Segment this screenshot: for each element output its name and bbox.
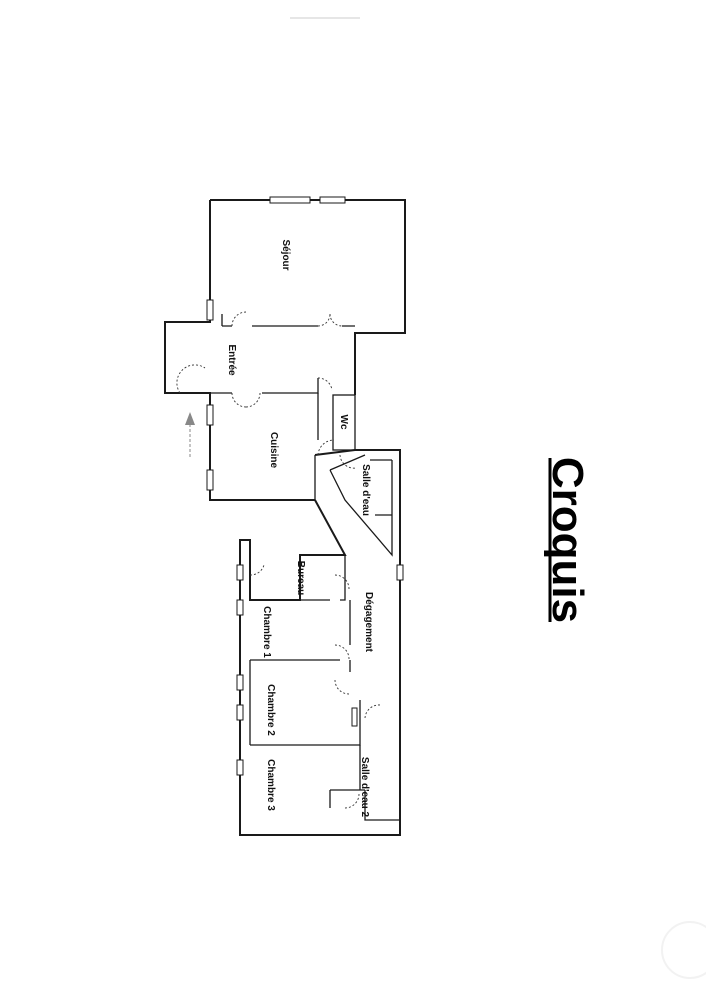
watermark-circle xyxy=(661,921,706,979)
door-bureau xyxy=(334,574,350,590)
door-chambre1 xyxy=(334,644,350,660)
wall-chambre3 xyxy=(329,745,365,808)
label-bureau: Bureau xyxy=(295,561,306,595)
window-chambre2-1 xyxy=(236,674,244,691)
door-cuisine-1 xyxy=(231,392,247,408)
window-chambre2-2 xyxy=(236,704,244,721)
window-bureau xyxy=(236,564,244,581)
label-salle-eau: Salle d'eau xyxy=(360,464,371,516)
wall-entree-cuisine xyxy=(210,378,319,394)
wall-cuisine-right xyxy=(314,393,319,500)
wall-salle-eau2 xyxy=(364,790,400,821)
wall-chambre1 xyxy=(250,599,351,672)
window-chambre2-inner xyxy=(351,707,358,727)
doors xyxy=(176,311,381,809)
room-labels: Séjour Entrée Cuisine Wc Salle d'eau Bur… xyxy=(226,239,374,817)
door-bureau-window xyxy=(249,564,265,576)
window-chambre1 xyxy=(236,599,244,616)
entrance-arrow-icon xyxy=(185,412,195,425)
window-chambre3 xyxy=(236,759,244,776)
label-salle-eau2: Salle d'eau 2 xyxy=(359,757,370,818)
door-entree-right xyxy=(317,377,333,391)
window-sejour-left xyxy=(206,299,214,321)
label-sejour: Séjour xyxy=(280,239,291,270)
window-degagement xyxy=(396,564,404,581)
door-salle-eau xyxy=(339,454,357,469)
walls xyxy=(164,199,406,836)
label-chambre1: Chambre 1 xyxy=(261,606,272,658)
door-degagement-end xyxy=(364,704,381,719)
door-wc xyxy=(317,439,335,456)
label-entree: Entrée xyxy=(226,344,237,376)
window-cuisine-1 xyxy=(206,404,214,426)
window-cuisine-2 xyxy=(206,469,214,491)
door-sejour-3 xyxy=(329,313,343,327)
title-group: Croquis xyxy=(543,457,592,623)
door-cuisine-2 xyxy=(245,392,261,408)
windows xyxy=(206,196,404,776)
wall-wc xyxy=(332,394,356,451)
wall-bureau xyxy=(299,555,351,645)
label-degagement: Dégagement xyxy=(363,592,374,653)
label-chambre2: Chambre 2 xyxy=(265,684,276,736)
wall-salle-eau xyxy=(370,459,392,516)
door-entree xyxy=(176,364,206,394)
window-sejour-2 xyxy=(319,196,346,204)
label-chambre3: Chambre 3 xyxy=(265,759,276,811)
label-wc: Wc xyxy=(338,415,349,430)
wall-corridor-right xyxy=(329,454,393,557)
wall-sejour-inner xyxy=(221,314,355,327)
door-chambre2 xyxy=(334,679,350,695)
door-sejour-1 xyxy=(231,311,247,327)
window-sejour-1 xyxy=(269,196,311,204)
door-salle-eau2 xyxy=(344,793,360,809)
label-cuisine: Cuisine xyxy=(268,432,279,469)
door-sejour-2 xyxy=(317,313,331,327)
